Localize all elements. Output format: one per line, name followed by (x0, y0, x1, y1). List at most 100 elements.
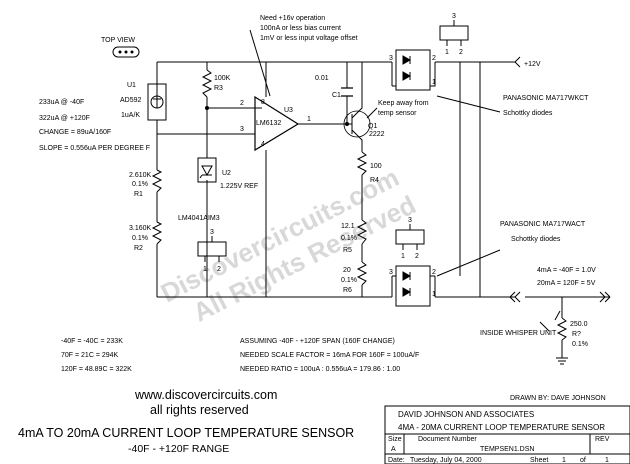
temp-row-2: 70F = 21C = 294K (61, 352, 119, 359)
sot-mid-pin-2: 2 (415, 253, 419, 260)
opamp-note-2: 100nA or less bias current (260, 25, 341, 32)
u2-part: LM4041AIM3 (178, 215, 220, 222)
r6-value: 20 (343, 267, 351, 274)
footer-title: 4mA TO 20mA CURRENT LOOP TEMPERATURE SEN… (18, 426, 354, 440)
span-note-1: ASSUMING -40F - +120F SPAN (160F CHANGE) (240, 338, 395, 345)
r1-zigzag (151, 169, 163, 193)
top-view-label: TOP VIEW (101, 37, 135, 44)
r6-ref: R6 (343, 287, 352, 294)
span-note-3: NEEDED RATIO = 100uA : 0.556uA = 179.86 … (240, 366, 400, 373)
diode-pack-bottom (395, 265, 431, 307)
footer-website: www.discovercircuits.com (134, 388, 277, 402)
tb-size-label: Size (388, 436, 402, 443)
c1-value: 0.01 (315, 75, 329, 82)
q1-note-2: temp sensor (378, 110, 417, 117)
tb-sheets: 1 (605, 457, 609, 464)
span-note-2: NEEDED SCALE FACTOR = 16mA FOR 160F = 10… (240, 352, 419, 359)
r4-ref: R4 (370, 177, 379, 184)
u1-note-4: SLOPE = 0.556uA PER DEGREE F (39, 145, 150, 152)
u3-pin-3: 3 (240, 126, 244, 133)
r7-tol: 0.1% (572, 341, 588, 348)
opamp-note-3: 1mV or less input voltage offset (260, 35, 358, 42)
opamp-note-1: Need +16v operation (260, 15, 325, 22)
r2-value: 3.160K (129, 225, 152, 232)
tb-rev-label: REV (595, 436, 610, 443)
sot-mid-pin-3: 3 (408, 217, 412, 224)
r1-tol: 0.1% (132, 181, 148, 188)
r7-zigzag (556, 317, 568, 341)
u3-pin-2: 2 (240, 100, 244, 107)
diode-bot-pin-1: 1 (432, 291, 436, 298)
labels: TOP VIEW U1 AD592 1uA/K 233uA @ -40F 322… (18, 13, 610, 464)
r3-value: 100K (214, 75, 231, 82)
footer-rights: all rights reserved (150, 403, 249, 417)
u3-opamp (254, 95, 300, 152)
tb-date: Tuesday, July 04, 2000 (410, 457, 482, 464)
r3-ref: R3 (214, 85, 223, 92)
r4-zigzag (356, 151, 368, 176)
drawn-by: DRAWN BY: DAVE JOHNSON (510, 395, 606, 402)
r1-value: 2.610K (129, 172, 152, 179)
r7-ref: R? (572, 331, 581, 338)
r3-zigzag (201, 69, 213, 98)
sot-top-pin-1: 1 (445, 49, 449, 56)
r5-zigzag (356, 219, 368, 245)
r6-tol: 0.1% (341, 277, 357, 284)
sot23-middle (395, 229, 425, 245)
u2-ref: U2 (222, 170, 231, 177)
r4-value: 100 (370, 163, 382, 170)
sot-top-pin-3: 3 (452, 13, 456, 20)
title-block-frame (384, 405, 630, 464)
u3-ref: U3 (284, 107, 293, 114)
output-note-2: 20mA = 120F = 5V (537, 280, 596, 287)
r5-ref: R5 (343, 247, 352, 254)
tb-date-label: Date: (388, 457, 405, 464)
u1-ref: U1 (127, 82, 136, 89)
r7-value: 250.0 (570, 321, 588, 328)
tb-sheet: 1 (562, 457, 566, 464)
u1-body (147, 83, 167, 121)
sot-u2-pin-1: 1 (203, 266, 207, 273)
sot23-top (439, 25, 469, 41)
sot-mid-pin-1: 1 (401, 253, 405, 260)
supply-label: +12V (524, 61, 541, 68)
diode-top-part: PANASONIC MA717WKCT (503, 95, 589, 102)
sot-u2-pin-3: 3 (210, 229, 214, 236)
u3-pin-8: 8 (261, 99, 265, 106)
diode-top-type: Schottky diodes (503, 110, 553, 117)
sot-u2-pin-2: 2 (217, 266, 221, 273)
diode-top-pin-3: 3 (389, 55, 393, 62)
diode-bot-part: PANASONIC MA717WACT (500, 221, 586, 228)
u1-note-3: CHANGE = 89uA/160F (39, 129, 111, 136)
c1-plates (341, 87, 353, 97)
u1-part: AD592 (120, 97, 142, 104)
u1-gain: 1uA/K (121, 112, 140, 119)
u3-pin-1: 1 (307, 116, 311, 123)
r2-tol: 0.1% (132, 235, 148, 242)
tb-company: DAVID JOHNSON AND ASSOCIATES (398, 410, 534, 419)
resistors (151, 69, 568, 341)
q1-body (343, 110, 371, 138)
diode-top-pin-1: 1 (432, 79, 436, 86)
diode-pack-top (395, 49, 431, 91)
temp-row-1: -40F = -40C = 233K (61, 338, 123, 345)
r1-ref: R1 (134, 191, 143, 198)
diode-bot-pin-2: 2 (432, 269, 436, 276)
r2-ref: R2 (134, 245, 143, 252)
u3-pin-4: 4 (261, 141, 265, 148)
tb-size: A (391, 446, 396, 453)
r5-tol: 0.1% (341, 235, 357, 242)
sot-top-pin-2: 2 (459, 49, 463, 56)
q1-part: 2222 (369, 131, 385, 138)
tb-of-label: of (580, 457, 586, 464)
q1-ref: Q1 (368, 123, 377, 130)
whisper-label: INSIDE WHISPER UNIT (480, 330, 557, 337)
temp-row-3: 120F = 48.89C = 322K (61, 366, 132, 373)
tb-doc: TEMPSEN1.DSN (480, 446, 534, 453)
diode-bot-type: Schottky diodes (511, 236, 561, 243)
u2-desc: 1.225V REF (220, 183, 258, 190)
u1-note-2: 322uA @ +120F (39, 115, 90, 122)
c1-ref: C1 (332, 92, 341, 99)
